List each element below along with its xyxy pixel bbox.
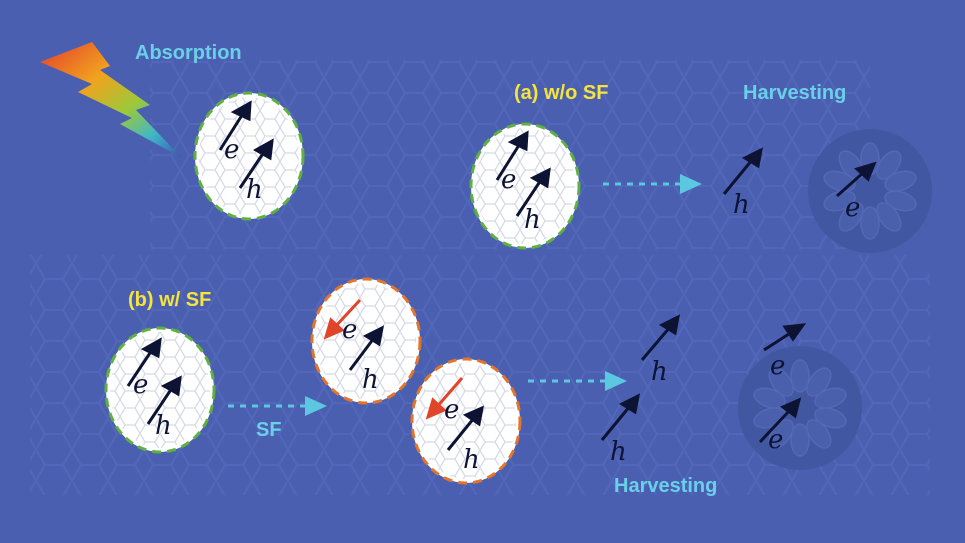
sf-arrow [228, 396, 327, 416]
electron-symbol: e [770, 351, 785, 381]
electron-symbol: e [133, 370, 148, 400]
electron-symbol: e [845, 193, 860, 223]
electron-symbol: e [501, 165, 516, 195]
flower-collector-icon [738, 346, 862, 470]
carrier-letters: e h e h h e e h e h e h h h e e [133, 135, 860, 475]
hole-symbol: h [733, 190, 750, 220]
transfer-arrow-b [528, 371, 627, 391]
hole-symbol: h [524, 205, 541, 235]
lightning-bolt-icon [40, 42, 182, 158]
singlet-exciton-b [104, 326, 216, 454]
flower-collector-icon [808, 129, 932, 253]
singlet-exciton-a [469, 122, 581, 250]
sf-label: SF [256, 419, 282, 441]
spin-arrows [126, 100, 877, 451]
triplet-exciton-1 [310, 277, 422, 405]
case-a-label: (a) w/o SF [514, 82, 609, 104]
harvesting-label-bottom: Harvesting [614, 475, 718, 497]
case-b-label: (b) w/ SF [128, 289, 212, 311]
flipped-spin-arrows [323, 298, 464, 420]
electron-symbol: e [342, 315, 357, 345]
absorption-label: Absorption [135, 42, 242, 64]
electron-symbol: e [444, 395, 459, 425]
hole-symbol: h [246, 175, 263, 205]
hole-symbol: h [610, 437, 627, 467]
hole-symbol: h [362, 365, 379, 395]
hole-symbol: h [463, 445, 480, 475]
transfer-arrow-a [603, 174, 702, 194]
electron-symbol: e [768, 425, 783, 455]
electron-symbol: e [224, 135, 239, 165]
hole-symbol: h [155, 411, 172, 441]
singlet-exciton-absorb [193, 91, 305, 221]
triplet-exciton-2 [410, 357, 522, 485]
hole-symbol: h [651, 357, 668, 387]
harvesting-label-top: Harvesting [743, 82, 847, 104]
